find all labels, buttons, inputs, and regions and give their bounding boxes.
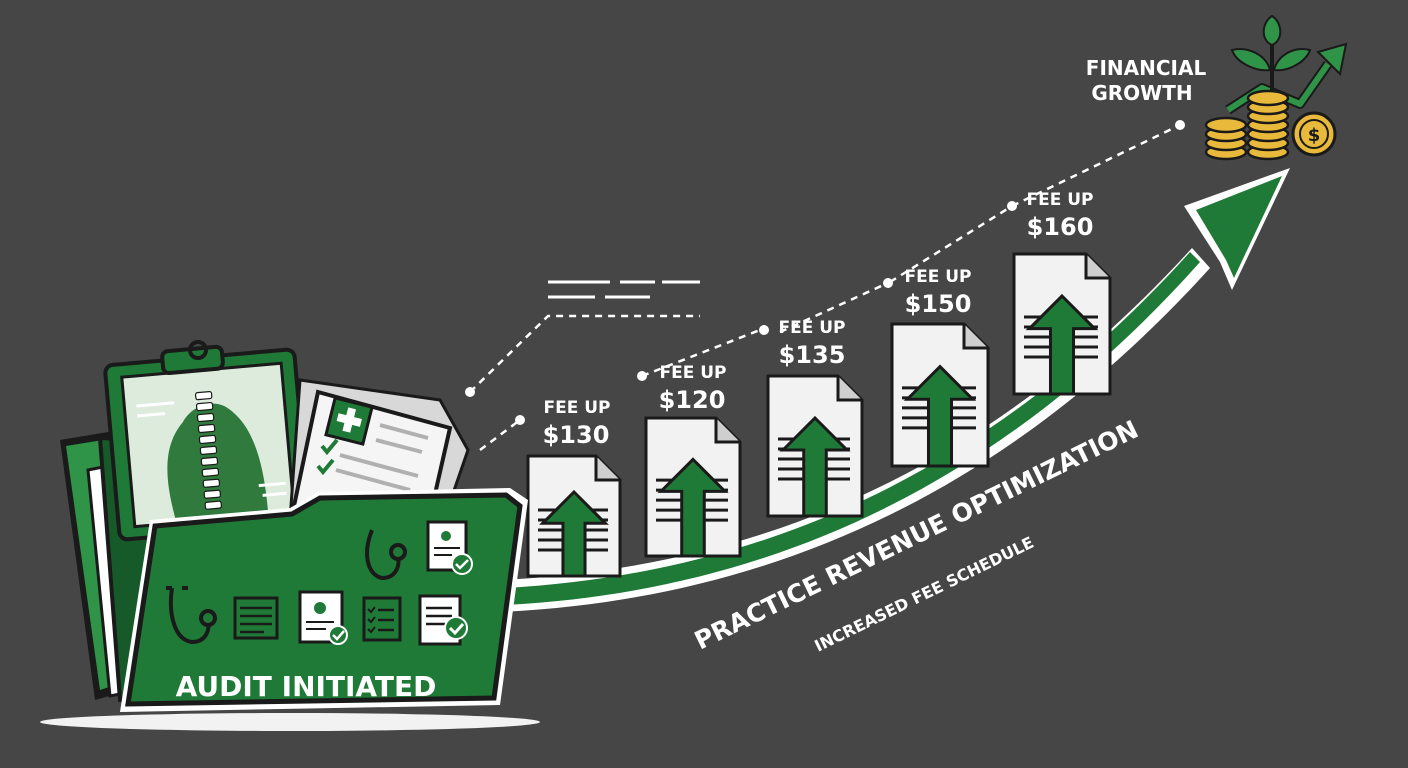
clipboard-check-icon bbox=[426, 520, 473, 575]
step-5-heading: FEE UP bbox=[1026, 190, 1093, 210]
goal-line2: GROWTH bbox=[1091, 81, 1192, 105]
step-labels: FEE UP $130 FEE UP $120 FEE UP $135 FEE … bbox=[543, 190, 1094, 449]
step-2-amount: $120 bbox=[659, 386, 726, 414]
step-2-heading: FEE UP bbox=[659, 363, 726, 383]
step-3-heading: FEE UP bbox=[778, 318, 845, 338]
step-1-heading: FEE UP bbox=[543, 398, 610, 418]
fee-document-2 bbox=[644, 416, 742, 558]
connector-lines bbox=[469, 123, 1181, 451]
stethoscope-icon bbox=[365, 529, 407, 581]
clipboard-check-icon bbox=[298, 590, 348, 645]
step-3-amount: $135 bbox=[779, 341, 846, 369]
fee-documents bbox=[526, 252, 1112, 578]
step-4-amount: $150 bbox=[905, 290, 972, 318]
connector-dots bbox=[465, 120, 1185, 425]
document-icon bbox=[233, 596, 279, 640]
folder-label: AUDIT INITIATED bbox=[176, 670, 437, 703]
step-4-heading: FEE UP bbox=[904, 267, 971, 287]
step-1-amount: $130 bbox=[543, 421, 610, 449]
plant-sprout-icon bbox=[1230, 14, 1312, 92]
step-5-amount: $160 bbox=[1027, 213, 1094, 241]
arrow-subtitle: INCREASED FEE SCHEDULE bbox=[811, 533, 1036, 656]
goal-line1: FINANCIAL bbox=[1086, 56, 1207, 80]
clipboard-check-icon bbox=[418, 594, 468, 646]
checklist-icon bbox=[362, 596, 402, 642]
dollar-coin-icon: $ bbox=[1291, 111, 1337, 157]
fee-document-5 bbox=[1012, 252, 1112, 396]
audit-folder-group: AUDIT INITIATED bbox=[60, 340, 528, 712]
stethoscope-icon bbox=[166, 586, 217, 645]
spine-xray-icon bbox=[103, 340, 311, 542]
fee-document-3 bbox=[766, 374, 864, 518]
financial-growth-goal: FINANCIAL GROWTH $ bbox=[1086, 14, 1348, 161]
fee-document-1 bbox=[526, 454, 622, 578]
svg-text:$: $ bbox=[1308, 125, 1321, 146]
up-arrow-icon bbox=[539, 489, 609, 578]
up-arrow-icon bbox=[779, 415, 851, 518]
up-arrow-icon bbox=[1025, 293, 1099, 396]
ground-shadow bbox=[40, 713, 540, 731]
up-arrow-icon bbox=[903, 364, 977, 468]
legend-dash-lines bbox=[548, 280, 700, 299]
fee-document-4 bbox=[890, 322, 990, 468]
up-arrow-icon bbox=[657, 457, 729, 558]
coin-stack-icon bbox=[1204, 89, 1290, 161]
